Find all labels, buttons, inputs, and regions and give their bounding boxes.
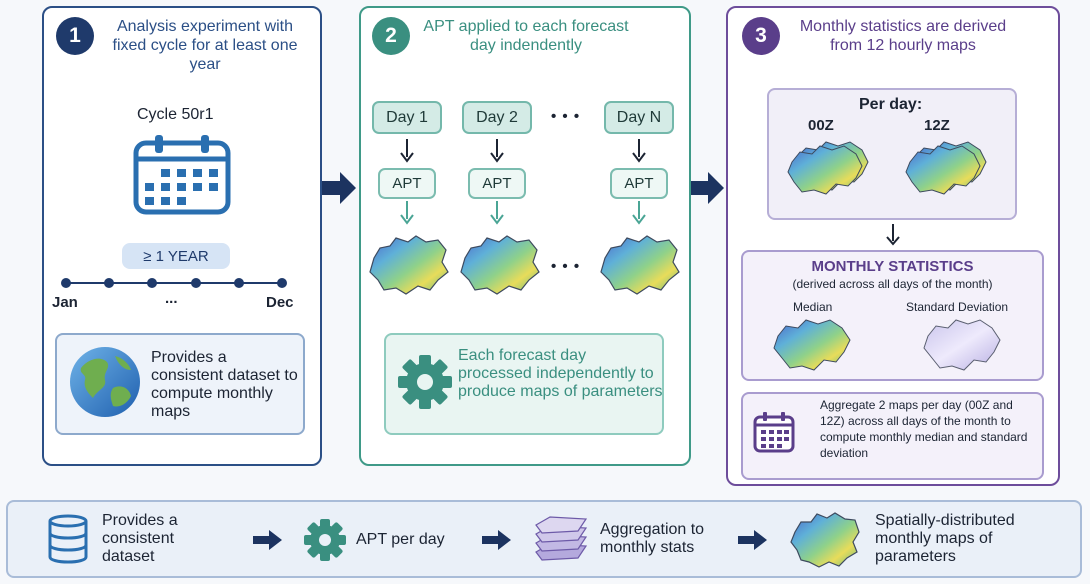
gear-icon <box>304 519 346 561</box>
arrow-down-icon <box>490 201 504 225</box>
gear-icon <box>398 355 452 409</box>
median-map <box>773 319 851 371</box>
panel-2-info-text: Each forecast day processed independentl… <box>458 347 663 400</box>
timeline-end-label: Dec <box>266 294 294 311</box>
panel-2-title: APT applied to each forecast day indende… <box>423 18 629 54</box>
year-badge: ≥ 1 YEAR <box>122 243 230 269</box>
step-3-badge: 3 <box>742 17 780 55</box>
stacked-layers-icon <box>535 516 588 561</box>
arrow-right-icon <box>738 530 767 550</box>
summary-step-1: Provides a consistent dataset <box>102 512 178 565</box>
arrow-down-icon <box>632 201 646 225</box>
maps-ellipsis: • • • <box>551 258 581 275</box>
parameter-map-day-2 <box>460 235 540 295</box>
panel-3-title: Monthly statistics are derived from 12 h… <box>799 18 1007 54</box>
arrow-down-icon <box>400 139 414 163</box>
parameter-map-day-1 <box>369 235 449 295</box>
arrow-down-icon <box>886 224 900 246</box>
monthly-map-icon <box>790 512 860 568</box>
hour-00z-label: 00Z <box>808 117 834 134</box>
calendar-icon <box>753 412 795 453</box>
parameter-map-12z <box>905 141 987 195</box>
panel-1-title: Analysis experiment with fixed cycle for… <box>112 18 298 73</box>
day-n-box: Day N <box>604 101 674 134</box>
days-ellipsis: • • • <box>551 108 581 125</box>
arrow-right-icon <box>690 172 724 204</box>
panel-3-info-text: Aggregate 2 maps per day (00Z and 12Z) a… <box>820 398 1028 460</box>
arrow-right-icon <box>253 530 282 550</box>
database-icon <box>48 514 88 564</box>
parameter-map-day-n <box>600 235 680 295</box>
summary-step-4: Spatially-distributed monthly maps of pa… <box>875 512 1015 565</box>
summary-step-2: APT per day <box>356 531 445 548</box>
summary-step-3: Aggregation to monthly stats <box>600 521 705 556</box>
apt-box-day-n: APT <box>610 168 668 199</box>
day-2-box: Day 2 <box>462 101 532 134</box>
monthly-statistics-subtitle: (derived across all days of the month) <box>792 277 993 291</box>
timeline-start-label: Jan <box>52 294 78 311</box>
timeline-middle-label: ... <box>165 290 178 307</box>
standard-deviation-label: Standard Deviation <box>906 300 1009 314</box>
day-1-box: Day 1 <box>372 101 442 134</box>
step-1-badge: 1 <box>56 17 94 55</box>
apt-box-day-2: APT <box>468 168 526 199</box>
standard-deviation-map <box>923 319 1001 371</box>
arrow-right-icon <box>322 172 356 204</box>
monthly-statistics-title: MONTHLY STATISTICS <box>811 258 974 275</box>
arrow-right-icon <box>482 530 511 550</box>
timeline <box>61 278 287 288</box>
arrow-down-icon <box>400 201 414 225</box>
parameter-map-00z <box>787 141 869 195</box>
hour-12z-label: 12Z <box>924 117 950 134</box>
arrow-down-icon <box>490 139 504 163</box>
cycle-label: Cycle 50r1 <box>137 106 214 123</box>
apt-box-day-1: APT <box>378 168 436 199</box>
arrow-down-icon <box>632 139 646 163</box>
median-label: Median <box>793 300 833 314</box>
globe-icon <box>70 347 140 417</box>
per-day-label: Per day: <box>859 96 923 113</box>
panel-1-info-text: Provides a consistent dataset to compute… <box>151 349 298 420</box>
step-2-badge: 2 <box>372 17 410 55</box>
calendar-icon <box>133 135 231 215</box>
